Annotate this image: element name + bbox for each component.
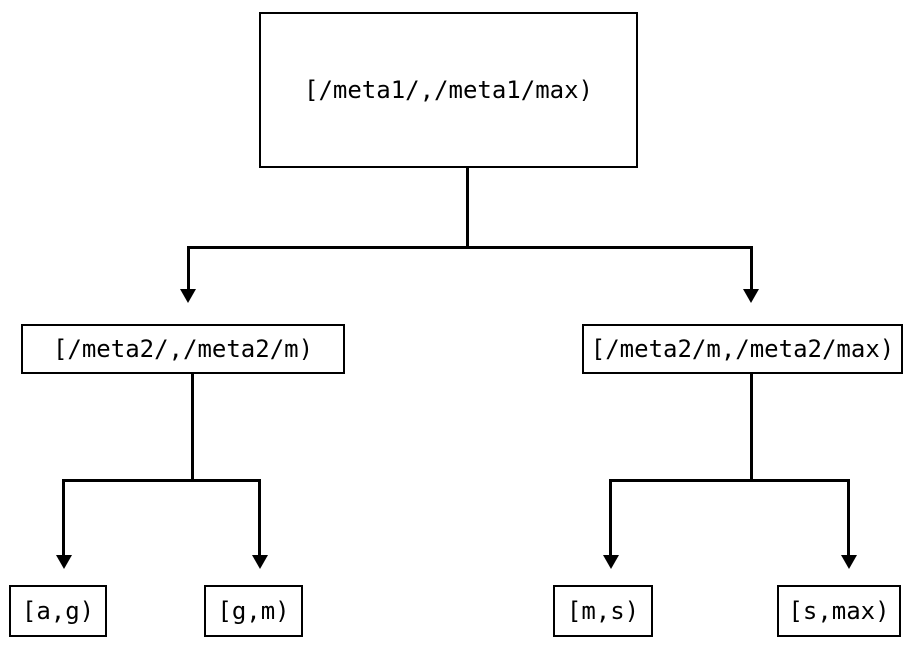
arrowhead-to-leaf-ms [603,555,619,569]
node-root-label: [/meta1/,/meta1/max) [304,76,593,104]
edge-root-to-mid-right-drop [750,246,753,290]
edge-mid-left-stem [191,374,194,482]
edge-root-stem [466,168,469,248]
edge-root-crossbar [187,246,753,249]
edge-mid-left-to-leaf-ag-drop [62,479,65,556]
arrowhead-to-leaf-gm [252,555,268,569]
node-leaf-ag-label: [a,g) [21,597,95,625]
edge-mid-right-crossbar [609,479,850,482]
edge-root-to-mid-left-drop [187,246,190,290]
node-mid-right-label: [/meta2/m,/meta2/max) [590,335,895,363]
edge-mid-right-to-leaf-ms-drop [609,479,612,556]
node-mid-left[interactable]: [/meta2/,/meta2/m) [21,324,345,374]
node-root[interactable]: [/meta1/,/meta1/max) [259,12,638,168]
node-leaf-ms[interactable]: [m,s) [553,585,653,637]
node-leaf-smax[interactable]: [s,max) [777,585,901,637]
edge-mid-right-stem [750,374,753,482]
arrowhead-to-leaf-smax [841,555,857,569]
node-leaf-ag[interactable]: [a,g) [9,585,107,637]
edge-mid-right-to-leaf-smax-drop [847,479,850,556]
edge-mid-left-to-leaf-gm-drop [258,479,261,556]
node-leaf-gm[interactable]: [g,m) [204,585,303,637]
node-mid-right[interactable]: [/meta2/m,/meta2/max) [582,324,903,374]
edge-mid-left-crossbar [62,479,260,482]
node-leaf-ms-label: [m,s) [566,597,640,625]
node-mid-left-label: [/meta2/,/meta2/m) [52,335,314,363]
node-leaf-smax-label: [s,max) [788,597,890,625]
arrowhead-root-to-mid-left [180,289,196,303]
node-leaf-gm-label: [g,m) [217,597,290,625]
arrowhead-root-to-mid-right [743,289,759,303]
arrowhead-to-leaf-ag [56,555,72,569]
